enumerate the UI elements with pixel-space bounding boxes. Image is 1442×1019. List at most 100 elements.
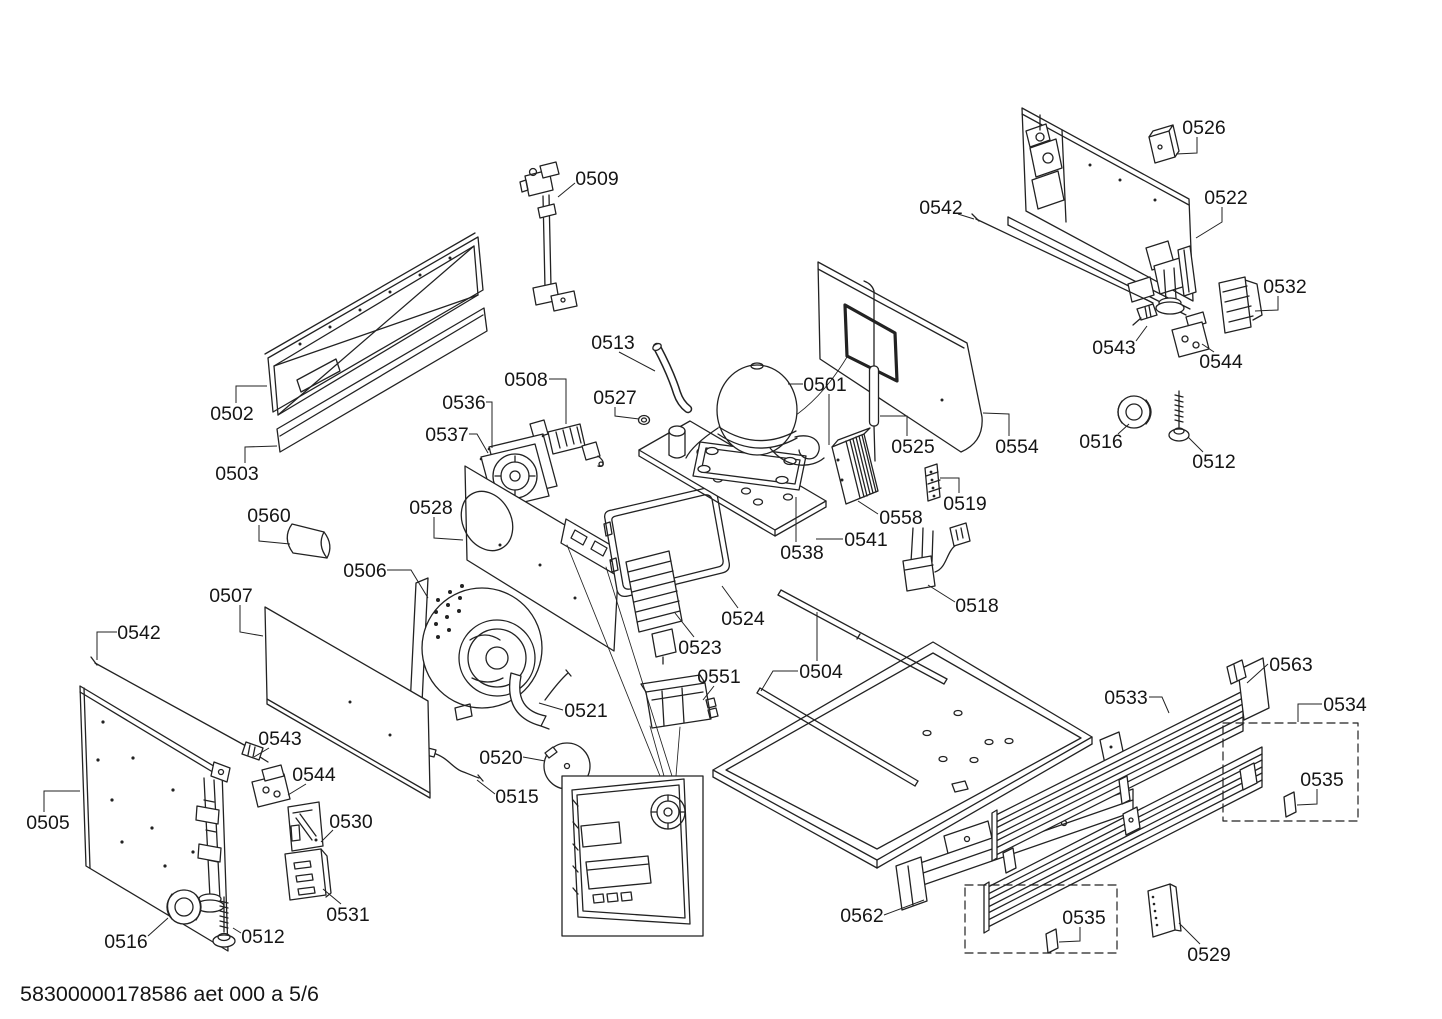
part-label-0542a: 0542 bbox=[117, 622, 160, 644]
part-label-0525: 0525 bbox=[891, 436, 935, 458]
part-label-0529: 0529 bbox=[1187, 944, 1230, 966]
part-0505-drawing bbox=[79, 685, 231, 952]
part-label-0530: 0530 bbox=[329, 811, 373, 833]
inset-pointer-lines bbox=[566, 544, 681, 777]
part-label-0523: 0523 bbox=[678, 637, 721, 659]
part-label-0502: 0502 bbox=[210, 403, 253, 425]
part-label-0544b: 0544 bbox=[1199, 351, 1243, 373]
part-label-0505: 0505 bbox=[26, 812, 70, 834]
part-label-0506: 0506 bbox=[343, 560, 386, 582]
part-0522-drawing bbox=[1007, 107, 1197, 316]
part-0515-drawing bbox=[425, 747, 484, 782]
part-label-0509: 0509 bbox=[575, 168, 618, 190]
part-0530-drawing bbox=[287, 801, 324, 852]
part-label-0535b: 0535 bbox=[1062, 907, 1106, 929]
part-label-0537: 0537 bbox=[425, 424, 468, 446]
part-label-0520: 0520 bbox=[479, 747, 523, 769]
part-0536-0537-drawing bbox=[479, 433, 558, 510]
part-0509-drawing bbox=[519, 161, 578, 312]
part-0512b-drawing bbox=[1168, 390, 1190, 442]
part-0516a-drawing bbox=[166, 889, 202, 925]
bottom-dashed-box bbox=[964, 884, 1118, 954]
part-label-0501: 0501 bbox=[803, 374, 846, 396]
part-label-0535a: 0535 bbox=[1300, 769, 1344, 791]
leader-lines bbox=[43, 137, 1322, 945]
part-label-0513: 0513 bbox=[591, 332, 634, 354]
part-0563-drawing bbox=[1226, 659, 1247, 685]
part-0532-drawing bbox=[1218, 276, 1263, 334]
part-0554-drawing bbox=[775, 261, 983, 453]
part-0551-drawing bbox=[640, 674, 719, 729]
part-0535a-drawing bbox=[1283, 791, 1297, 818]
part-0544a-drawing bbox=[251, 764, 291, 808]
part-0526-drawing bbox=[1148, 124, 1180, 164]
part-label-0528: 0528 bbox=[409, 497, 452, 519]
part-0531-drawing bbox=[284, 848, 332, 901]
part-label-0531: 0531 bbox=[326, 904, 369, 926]
part-0543a-drawing bbox=[241, 741, 269, 763]
part-label-0527: 0527 bbox=[593, 387, 636, 409]
part-labels-layer: 0509 0502 0503 0513 0508 0527 0536 0537 0528 0560… bbox=[26, 117, 1367, 966]
part-label-0504: 0504 bbox=[799, 661, 843, 683]
part-0512a-drawing bbox=[212, 896, 236, 948]
part-label-0522: 0522 bbox=[1204, 187, 1247, 209]
part-label-0524: 0524 bbox=[721, 608, 765, 630]
part-0523-drawing bbox=[625, 550, 683, 665]
part-0502-drawing bbox=[264, 232, 484, 416]
part-label-0521: 0521 bbox=[564, 700, 607, 722]
part-grilleB-drawing bbox=[983, 746, 1263, 934]
exploded-view-art bbox=[79, 107, 1359, 954]
part-0558-drawing bbox=[831, 427, 879, 505]
part-label-0508: 0508 bbox=[504, 369, 547, 391]
part-0534-dashed-box bbox=[1222, 722, 1359, 822]
drawing-number: 58300000178586 aet 000 a 5/6 bbox=[20, 982, 319, 1006]
part-label-0560: 0560 bbox=[247, 505, 291, 527]
part-label-0534: 0534 bbox=[1323, 694, 1367, 716]
part-0560-drawing bbox=[286, 523, 331, 559]
part-label-0551: 0551 bbox=[697, 666, 740, 688]
part-label-0532: 0532 bbox=[1263, 276, 1306, 298]
part-label-0541: 0541 bbox=[844, 529, 887, 551]
part-label-0536: 0536 bbox=[442, 392, 485, 414]
part-0518-drawing bbox=[902, 522, 971, 592]
part-0507-drawing bbox=[264, 606, 431, 799]
part-label-0516b: 0516 bbox=[1079, 431, 1122, 453]
part-0543b-drawing bbox=[1132, 303, 1158, 326]
part-0504-drawing bbox=[712, 589, 1093, 869]
part-0508-drawing bbox=[529, 419, 604, 468]
part-label-0543a: 0543 bbox=[258, 728, 301, 750]
part-label-0515: 0515 bbox=[495, 786, 539, 808]
part-0519-drawing bbox=[924, 463, 942, 502]
part-label-0533: 0533 bbox=[1104, 687, 1147, 709]
part-label-0544a: 0544 bbox=[292, 764, 336, 786]
part-label-0512b: 0512 bbox=[1192, 451, 1235, 473]
part-label-0503: 0503 bbox=[215, 463, 258, 485]
part-0501-drawing bbox=[685, 362, 825, 491]
part-label-0507: 0507 bbox=[209, 585, 252, 607]
part-0503-drawing bbox=[276, 307, 488, 453]
part-0513-drawing bbox=[652, 342, 693, 414]
part-0542b-drawing bbox=[971, 213, 1154, 304]
part-0521-drawing bbox=[509, 669, 572, 730]
part-label-0543b: 0543 bbox=[1092, 337, 1135, 359]
part-0527-drawing bbox=[637, 414, 651, 426]
part-label-0563: 0563 bbox=[1269, 654, 1312, 676]
part-label-0538: 0538 bbox=[780, 542, 823, 564]
part-label-0542b: 0542 bbox=[919, 197, 962, 219]
part-label-0554: 0554 bbox=[995, 436, 1039, 458]
part-label-0519: 0519 bbox=[943, 493, 986, 515]
part-0535b-drawing bbox=[1045, 928, 1059, 954]
part-label-0558: 0558 bbox=[879, 507, 922, 529]
part-0542a-drawing bbox=[90, 656, 247, 747]
part-label-0512a: 0512 bbox=[241, 926, 284, 948]
part-label-0518: 0518 bbox=[955, 595, 998, 617]
part-label-0516a: 0516 bbox=[104, 931, 147, 953]
part-label-0526: 0526 bbox=[1182, 117, 1225, 139]
part-0525-drawing bbox=[863, 280, 880, 462]
detail-inset bbox=[561, 775, 704, 937]
part-0529-drawing bbox=[1147, 883, 1182, 938]
part-0544b-drawing bbox=[1171, 311, 1210, 358]
part-label-0562: 0562 bbox=[840, 905, 883, 927]
